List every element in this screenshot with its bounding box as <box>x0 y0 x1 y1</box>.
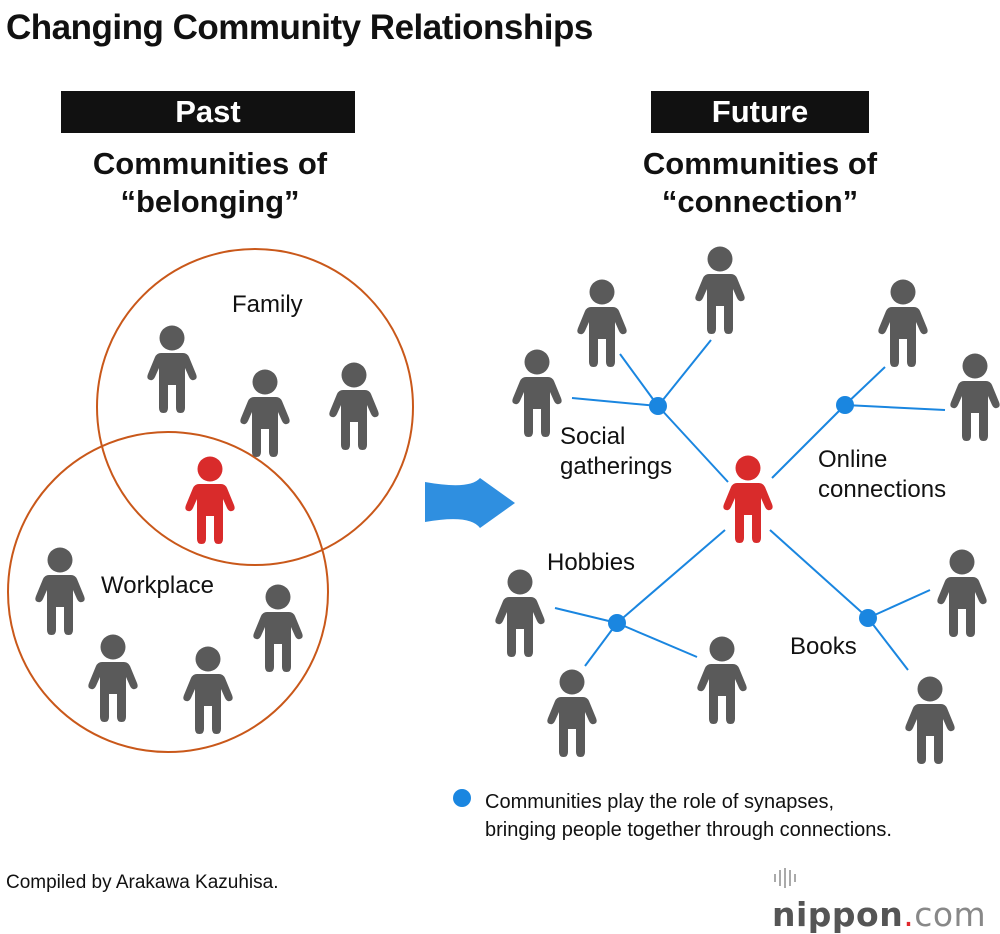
books-label: Books <box>790 633 857 660</box>
past-tag: Past <box>61 91 355 133</box>
past-heading-line1: Communities of <box>92 146 328 181</box>
hub-hobbies-dot <box>608 614 626 632</box>
social-line1: Social <box>560 423 626 450</box>
social-line2: gatherings <box>560 453 673 480</box>
person-icon <box>937 549 987 637</box>
self-person-icon <box>185 456 235 544</box>
logo-name: nippon <box>772 895 904 934</box>
sound-wave-icon <box>774 867 796 888</box>
person-icon <box>253 584 303 672</box>
person-icon <box>950 353 1000 441</box>
nippon-logo: nippon.com <box>772 856 1000 934</box>
online-line1: Online <box>818 446 888 473</box>
credit: Compiled by Arakawa Kazuhisa. <box>6 872 279 893</box>
person-icon <box>495 569 545 657</box>
person-icon <box>329 362 379 450</box>
legend-line2: bringing people together through connect… <box>485 819 892 841</box>
legend-note: Communities play the role of synapses, b… <box>485 788 892 844</box>
legend-line1: Communities play the role of synapses, <box>485 791 835 813</box>
person-icon <box>147 325 197 413</box>
page-title: Changing Community Relationships <box>6 8 593 47</box>
person-icon <box>240 369 290 457</box>
future-heading: Communities of “connection” <box>590 145 930 221</box>
future-heading-line1: Communities of <box>642 146 878 181</box>
person-icon <box>183 646 233 734</box>
legend-dot <box>453 789 471 807</box>
family-label: Family <box>232 291 303 318</box>
hub-social-dot <box>649 397 667 415</box>
arrow-icon <box>425 478 515 528</box>
hobbies-label: Hobbies <box>547 549 636 576</box>
hub-online-dot <box>836 396 854 414</box>
future-heading-line2: “connection” <box>661 184 859 219</box>
person-icon <box>577 279 627 367</box>
past-heading-line2: “belonging” <box>120 184 300 219</box>
workplace-label: Workplace <box>101 572 214 599</box>
social-gatherings-label: Social gatherings <box>560 422 672 482</box>
person-icon <box>547 669 597 757</box>
online-line2: connections <box>818 476 947 503</box>
person-icon <box>697 636 747 724</box>
past-heading: Communities of “belonging” <box>40 145 380 221</box>
person-icon <box>512 349 562 437</box>
person-icon <box>695 246 745 334</box>
person-icon <box>35 547 85 635</box>
logo-tld: com <box>914 895 987 934</box>
person-icon <box>905 676 955 764</box>
logo-dot: . <box>903 895 915 934</box>
online-connections-label: Online connections <box>818 445 946 505</box>
person-icon <box>878 279 928 367</box>
self-person-icon <box>723 455 773 543</box>
connection-lines <box>554 339 946 671</box>
family-circle <box>96 248 414 566</box>
future-tag: Future <box>651 91 869 133</box>
hub-books-dot <box>859 609 877 627</box>
workplace-circle <box>7 431 329 753</box>
person-icon <box>88 634 138 722</box>
diagram <box>7 246 1000 807</box>
